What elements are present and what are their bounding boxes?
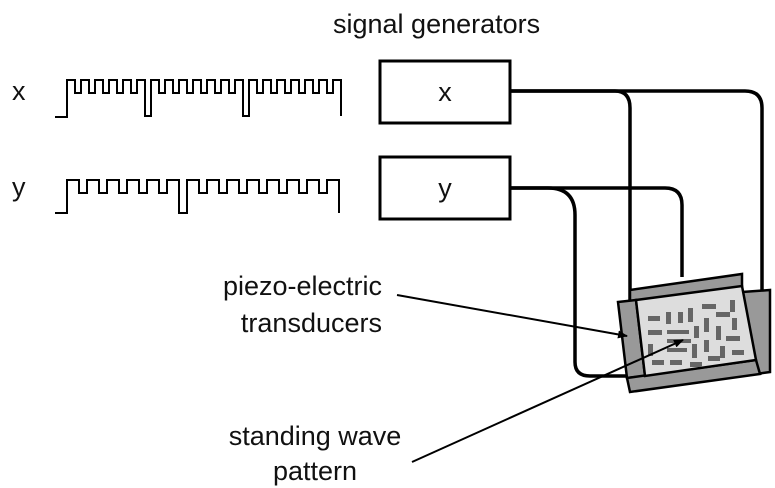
signal-generators-title: signal generators [333,9,540,39]
transducers-callout-arrow [396,294,628,339]
y-generator-wires [510,186,684,378]
generator-y-label: y [438,173,452,203]
channel-y-label: y [12,172,26,202]
generator-x-label: x [438,77,452,107]
x-square-wave [55,79,342,118]
transducer-plate [616,272,772,394]
transducers-label-line2: transducers [241,308,382,338]
pattern-callout-arrow [411,339,684,463]
channel-x-label: x [12,76,26,106]
y-square-wave [55,179,340,214]
transducers-label-line1: piezo-electric [223,271,382,301]
generator-x-box [378,59,512,125]
generator-y-box [378,155,512,221]
pattern-label-line1: standing wave [229,421,402,451]
pattern-label-line2: pattern [273,456,357,486]
x-generator-wires [510,89,764,300]
